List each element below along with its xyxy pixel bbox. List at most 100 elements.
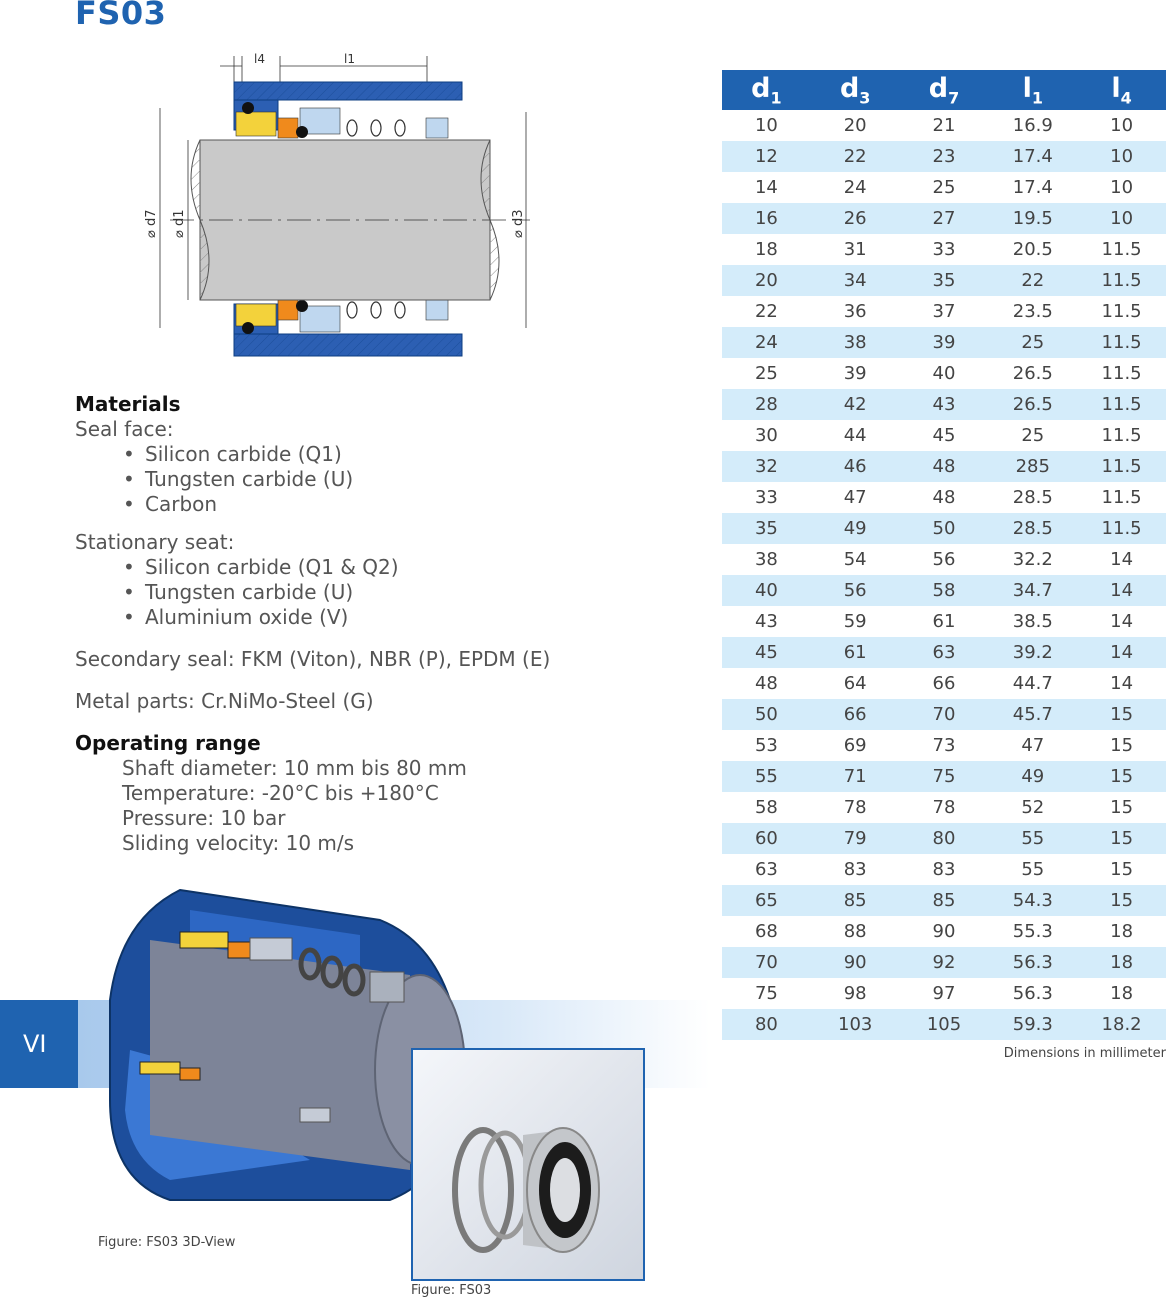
table-cell: 44.7 [1012,673,1053,694]
table-cell: 24 [843,177,867,198]
label-d7: ⌀ d7 [144,210,159,239]
table-cell: 30 [754,425,778,446]
table-cell: 15 [1077,761,1166,792]
label-l4: l4 [254,52,265,66]
table-cell: 25 [754,363,778,384]
table-cell: 64 [843,673,867,694]
table-cell: 48 [932,487,956,508]
table-cell: 26.5 [988,389,1078,420]
table-cell: 10 [1077,203,1166,234]
table-cell: 69 [843,735,867,756]
table-cell: 66 [810,699,900,730]
table-cell: 47 [1021,735,1045,756]
table-cell: 35 [722,513,811,544]
caption-photo: Figure: FS03 [411,1283,492,1298]
seal-cross-section-drawing: l4 l1 ⌀ d7 ⌀ d1 ⌀ d3 [144,52,530,357]
list-item: Silicon carbide (Q1 & Q2) [75,555,695,580]
list-item: Tungsten carbide (U) [75,467,695,492]
table-cell: 49 [988,761,1078,792]
caption-3d-view: Figure: FS03 3D-View [98,1235,236,1250]
operating-shaft-diameter: Shaft diameter: 10 mm bis 80 mm [122,756,467,780]
table-cell: 63 [754,859,778,880]
table-cell: 52 [1021,797,1045,818]
table-cell: 54 [843,549,867,570]
table-cell: 11.5 [1101,487,1142,508]
table-cell: 70 [722,947,811,978]
table-cell: 33 [754,487,778,508]
table-cell: 90 [932,921,956,942]
table-cell: 66 [932,673,956,694]
table-cell: 45 [932,425,956,446]
table-cell: 55 [988,823,1078,854]
table-cell: 50 [899,513,989,544]
table-cell: 14 [1077,637,1166,668]
table-cell: 11.5 [1101,425,1142,446]
table-cell: 34.7 [988,575,1078,606]
table-cell: 24 [722,327,811,358]
table-cell: 45 [722,637,811,668]
table-cell: 53 [754,735,778,756]
table-cell: 59.3 [988,1009,1078,1040]
table-cell: 10 [1110,115,1134,136]
table-cell: 15 [1110,859,1134,880]
table-cell: 103 [810,1009,900,1040]
table-cell: 61 [932,611,956,632]
table-cell: 40 [932,363,956,384]
table-cell: 22 [988,265,1078,296]
table-cell: 18 [1110,921,1134,942]
table-cell: 75 [899,761,989,792]
operating-pressure: Pressure: 10 bar [122,806,286,830]
seal-face-label: Seal face: [75,417,174,441]
table-cell: 65 [722,885,811,916]
table-cell: 18 [754,239,778,260]
dimensions-note: Dimensions in millimeter [1003,1046,1166,1061]
table-cell: 56 [810,575,900,606]
header-d7: d7 [899,70,989,110]
table-cell: 75 [754,983,778,1004]
operating-range-heading: Operating range [75,731,261,755]
seal-face-list: Silicon carbide (Q1) Tungsten carbide (U… [75,442,695,517]
label-d1: ⌀ d1 [172,210,187,239]
table-cell: 80 [899,823,989,854]
list-item: Aluminium oxide (V) [75,605,695,630]
table-cell: 26.5 [1012,363,1053,384]
table-cell: 60 [722,823,811,854]
table-cell: 54.3 [988,885,1078,916]
table-cell: 27 [899,203,989,234]
table-cell: 38 [810,327,900,358]
table-cell: 20.5 [1012,239,1053,260]
table-cell: 11.5 [1101,301,1142,322]
table-cell: 85 [899,885,989,916]
header-l4: l4 [1077,70,1166,110]
table-cell: 15 [1077,699,1166,730]
table-cell: 28.5 [1012,487,1053,508]
table-cell: 23 [899,141,989,172]
stationary-seat-label: Stationary seat: [75,530,235,554]
table-cell: 15 [1077,885,1166,916]
materials-section: Materials Seal face: Silicon carbide (Q1… [75,392,695,856]
table-cell: 15 [1077,823,1166,854]
table-cell: 18.2 [1077,1009,1166,1040]
table-cell: 16.9 [1012,115,1053,136]
table-cell: 10 [1110,177,1134,198]
table-cell: 78 [843,797,867,818]
table-cell: 83 [932,859,956,880]
table-cell: 50 [722,699,811,730]
table-cell: 19.5 [988,203,1078,234]
list-item: Silicon carbide (Q1) [75,442,695,467]
table-cell: 56.3 [988,947,1078,978]
table-cell: 14 [1110,549,1134,570]
table-cell: 55 [722,761,811,792]
list-item: Tungsten carbide (U) [75,580,695,605]
